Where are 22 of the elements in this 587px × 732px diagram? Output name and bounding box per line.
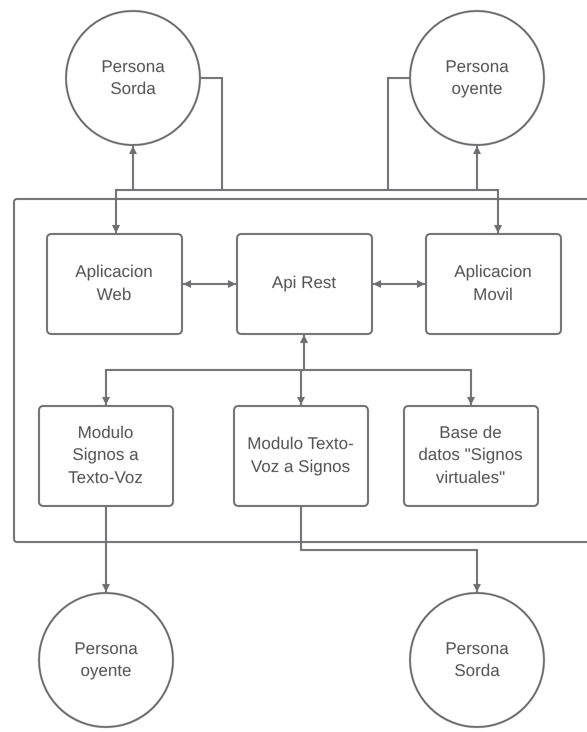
process-box [236, 232, 372, 334]
process-box [424, 232, 562, 334]
node-label: Aplicacion Movil [453, 261, 533, 306]
process-box [232, 404, 368, 506]
node-label: Modulo Texto-Voz a Signos [246, 433, 355, 478]
node-label: Persona Sorda [444, 638, 510, 682]
node-label: Api Rest [270, 272, 338, 294]
node-label: Aplicacion Web [74, 261, 154, 306]
node-label: Persona Sorda [100, 56, 166, 100]
arrow [300, 507, 481, 592]
process-box [46, 232, 182, 334]
arrow [373, 280, 425, 288]
node-label: Persona oyente [444, 56, 510, 100]
process-box [402, 404, 538, 506]
node-label: Base de datos "Signos virtuales" [417, 422, 524, 489]
arrow [102, 507, 110, 592]
node-label: Modulo Signos a Texto-Voz [67, 422, 144, 489]
arrow [300, 335, 475, 405]
node-label: Persona oyente [73, 638, 139, 682]
process-box [38, 404, 174, 506]
arrow [183, 280, 236, 288]
system-boundary [13, 198, 587, 543]
